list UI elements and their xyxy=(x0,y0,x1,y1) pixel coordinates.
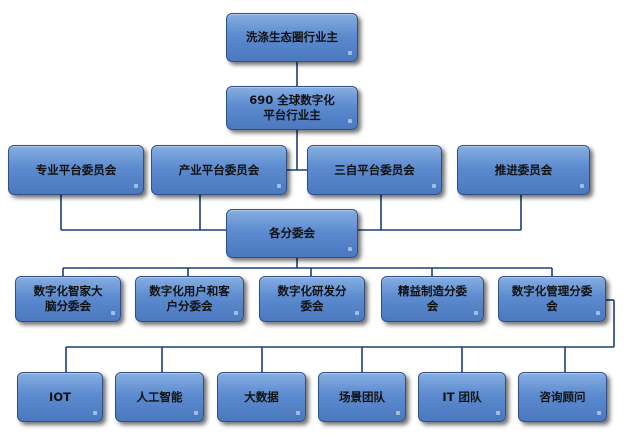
node-team-label: 大数据 xyxy=(244,389,279,404)
node-team-6: 咨询顾问 xyxy=(518,372,607,422)
node-committee-label: 三自平台委员会 xyxy=(334,162,415,177)
node-subcommittee-1: 数字化智家大脑分委会 xyxy=(15,276,121,322)
node-marker-icon xyxy=(93,411,97,415)
node-team-2: 人工智能 xyxy=(115,372,204,422)
node-team-3: 大数据 xyxy=(217,372,306,422)
node-marker-icon xyxy=(296,411,300,415)
node-marker-icon xyxy=(348,247,352,251)
node-team-label: 场景团队 xyxy=(339,389,385,404)
node-marker-icon xyxy=(111,311,115,315)
node-marker-icon xyxy=(277,184,281,188)
node-subcommittee-label: 数字化智家大脑分委会 xyxy=(33,284,103,313)
node-committee-4: 推进委员会 xyxy=(457,145,590,195)
node-subcommittee-2: 数字化用户和客户分委会 xyxy=(135,276,244,322)
node-team-label: 咨询顾问 xyxy=(539,389,586,404)
node-team-5: IT 团队 xyxy=(418,372,506,422)
node-subcommittee-label: 数字化研发分委会 xyxy=(277,284,347,313)
node-team-4: 场景团队 xyxy=(318,372,406,422)
node-marker-icon xyxy=(134,184,138,188)
node-team-label: IOT xyxy=(49,389,71,404)
node-marker-icon xyxy=(194,411,198,415)
node-marker-icon xyxy=(348,119,352,123)
node-committee-2: 产业平台委员会 xyxy=(151,145,287,195)
node-subcommittee-label: 数字化用户和客户分委会 xyxy=(149,284,230,313)
node-690-platform-label: 690 全球数字化平台行业主 xyxy=(249,93,335,122)
node-marker-icon xyxy=(348,51,352,55)
node-subcommittee-3: 数字化研发分委会 xyxy=(259,276,365,322)
node-team-label: IT 团队 xyxy=(442,389,482,404)
node-committee-3: 三自平台委员会 xyxy=(307,145,442,195)
node-subcommittee-4: 精益制造分委会 xyxy=(381,276,484,322)
node-marker-icon xyxy=(355,311,359,315)
node-sub-committees-hub-label: 各分委会 xyxy=(269,226,315,240)
node-subcommittee-label: 精益制造分委会 xyxy=(398,284,467,313)
node-marker-icon xyxy=(580,184,584,188)
node-team-1: IOT xyxy=(17,372,103,422)
node-top-label: 洗涤生态圈行业主 xyxy=(246,30,338,44)
node-690-platform: 690 全球数字化平台行业主 xyxy=(226,86,358,130)
node-committee-1: 专业平台委员会 xyxy=(8,145,144,195)
node-marker-icon xyxy=(597,411,601,415)
node-subcommittee-label: 数字化管理分委会 xyxy=(511,284,593,313)
node-marker-icon xyxy=(474,311,478,315)
node-committee-label: 专业平台委员会 xyxy=(35,162,117,177)
node-team-label: 人工智能 xyxy=(136,389,183,404)
node-marker-icon xyxy=(496,411,500,415)
node-marker-icon xyxy=(596,311,600,315)
node-committee-label: 推进委员会 xyxy=(494,162,553,177)
node-top: 洗涤生态圈行业主 xyxy=(226,13,358,62)
node-marker-icon xyxy=(432,184,436,188)
node-marker-icon xyxy=(234,311,238,315)
node-sub-committees-hub: 各分委会 xyxy=(226,209,358,258)
node-subcommittee-5: 数字化管理分委会 xyxy=(498,276,606,322)
node-marker-icon xyxy=(396,411,400,415)
node-committee-label: 产业平台委员会 xyxy=(178,162,260,177)
